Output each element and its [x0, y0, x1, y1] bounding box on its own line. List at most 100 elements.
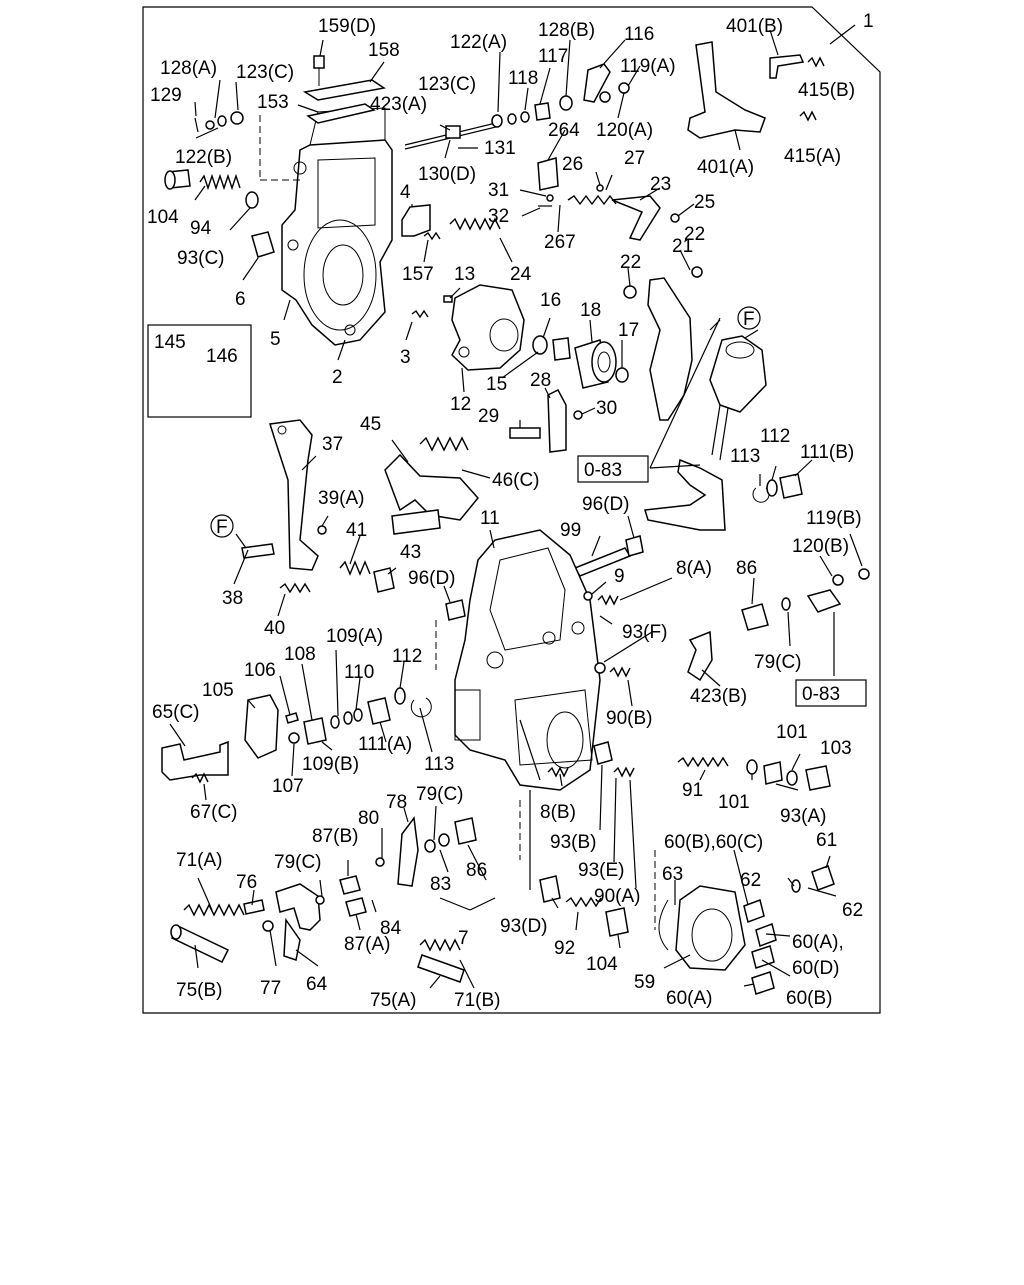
marker-f-left [210, 514, 234, 538]
pin-106 [285, 712, 299, 724]
leader-lines [169, 29, 863, 989]
callout-111a: 111(A) [358, 734, 412, 755]
callout-79c-mid: 79(C) [416, 784, 464, 805]
callout-157: 157 [402, 264, 434, 285]
callout-92: 92 [554, 938, 575, 959]
callout-99: 99 [560, 520, 581, 541]
callout-94: 94 [190, 218, 212, 239]
ref-box-0-83-top [577, 455, 649, 483]
plate-119b [806, 589, 842, 613]
lever-45 [384, 453, 479, 535]
callout-43: 43 [400, 542, 421, 563]
callout-264: 264 [548, 120, 580, 141]
callout-87a: 87(A) [344, 934, 390, 955]
plug-96d [625, 535, 644, 557]
callout-8b: 8(B) [540, 802, 576, 823]
callout-40: 40 [264, 618, 285, 639]
callout-146: 146 [206, 346, 238, 367]
callout-46c: 46(C) [492, 470, 540, 491]
bracket-105 [244, 694, 279, 759]
gasket-153 [306, 103, 376, 124]
callout-25: 25 [694, 192, 715, 213]
bolt-8a [597, 594, 619, 606]
screw-60b [743, 899, 765, 923]
callout-130d: 130(D) [418, 164, 476, 185]
callout-17: 17 [618, 320, 639, 341]
bracket-65c [161, 740, 229, 781]
callout-24: 24 [510, 264, 532, 285]
block-264 [537, 157, 559, 191]
callout-60a-comma: 60(A), [792, 932, 844, 953]
callout-107: 107 [272, 776, 304, 797]
ref-box-0-83-right [795, 679, 867, 707]
callout-104-top: 104 [147, 207, 179, 228]
callout-12: 12 [450, 394, 471, 415]
callout-84: 84 [380, 918, 402, 939]
spring-24 [449, 217, 501, 231]
screw-87a [345, 897, 367, 917]
callout-f-top: F [743, 309, 755, 330]
bolt-90a [613, 766, 635, 778]
lever-21 [647, 277, 693, 421]
nut-93d [539, 875, 561, 903]
pump-housing-11 [454, 529, 601, 791]
callout-415a: 415(A) [784, 146, 841, 167]
nut-93c [245, 191, 259, 209]
bolt-61 [811, 865, 835, 891]
callout-32: 32 [488, 206, 509, 227]
ring-112 [766, 479, 778, 497]
actuator-assembly [709, 335, 767, 461]
callout-31: 31 [488, 180, 509, 201]
callout-123c-mid: 123(C) [418, 74, 476, 95]
marker-f-top [737, 306, 761, 330]
lever-64 [275, 883, 321, 931]
callout-119a: 119(A) [620, 56, 676, 77]
callout-153: 153 [257, 92, 289, 113]
callout-79c-right: 79(C) [754, 652, 802, 673]
plate-116 [583, 63, 611, 103]
sleeve-15 [552, 337, 571, 361]
callout-111b: 111(B) [800, 442, 854, 463]
bolt-40 [279, 582, 311, 594]
tube-75a [417, 954, 465, 983]
callout-37: 37 [322, 434, 343, 455]
callout-29: 29 [478, 406, 499, 427]
washer-128a [205, 120, 215, 130]
plug-86b [454, 817, 477, 845]
rod-423a [404, 121, 501, 150]
bracket-401a [687, 41, 766, 139]
callout-8a: 8(A) [676, 558, 712, 579]
callout-62-top: 62 [740, 870, 761, 891]
callout-101-top: 101 [776, 722, 808, 743]
plug-111a [367, 697, 391, 725]
callout-267: 267 [544, 232, 576, 253]
key-13 [443, 295, 453, 303]
lever-37 [269, 419, 319, 571]
callout-104-bottom: 104 [586, 954, 618, 975]
spring-46c [419, 436, 469, 452]
callout-67c: 67(C) [190, 802, 238, 823]
ref-0-83-top: 0-83 [584, 460, 622, 481]
callout-108: 108 [284, 644, 316, 665]
callout-106: 106 [244, 660, 276, 681]
callout-80: 80 [358, 808, 379, 829]
callout-129: 129 [150, 85, 182, 106]
ref-0-83-right: 0-83 [802, 684, 840, 705]
callout-63: 63 [662, 864, 683, 885]
bolt-3 [411, 309, 429, 319]
bracket-4 [401, 204, 431, 237]
callout-401a: 401(A) [697, 157, 754, 178]
bolt-415b [807, 56, 825, 68]
governor-housing [281, 107, 393, 346]
bolt-8b [547, 766, 569, 778]
callout-122b: 122(B) [175, 147, 232, 168]
callout-93a: 93(A) [780, 806, 826, 827]
lever-78 [397, 816, 419, 887]
cover-158 [302, 79, 386, 101]
callout-59: 59 [634, 972, 655, 993]
callout-27: 27 [624, 148, 645, 169]
callout-109b: 109(B) [302, 754, 359, 775]
callout-60d: 60(D) [792, 958, 840, 979]
ring-17 [615, 367, 629, 383]
